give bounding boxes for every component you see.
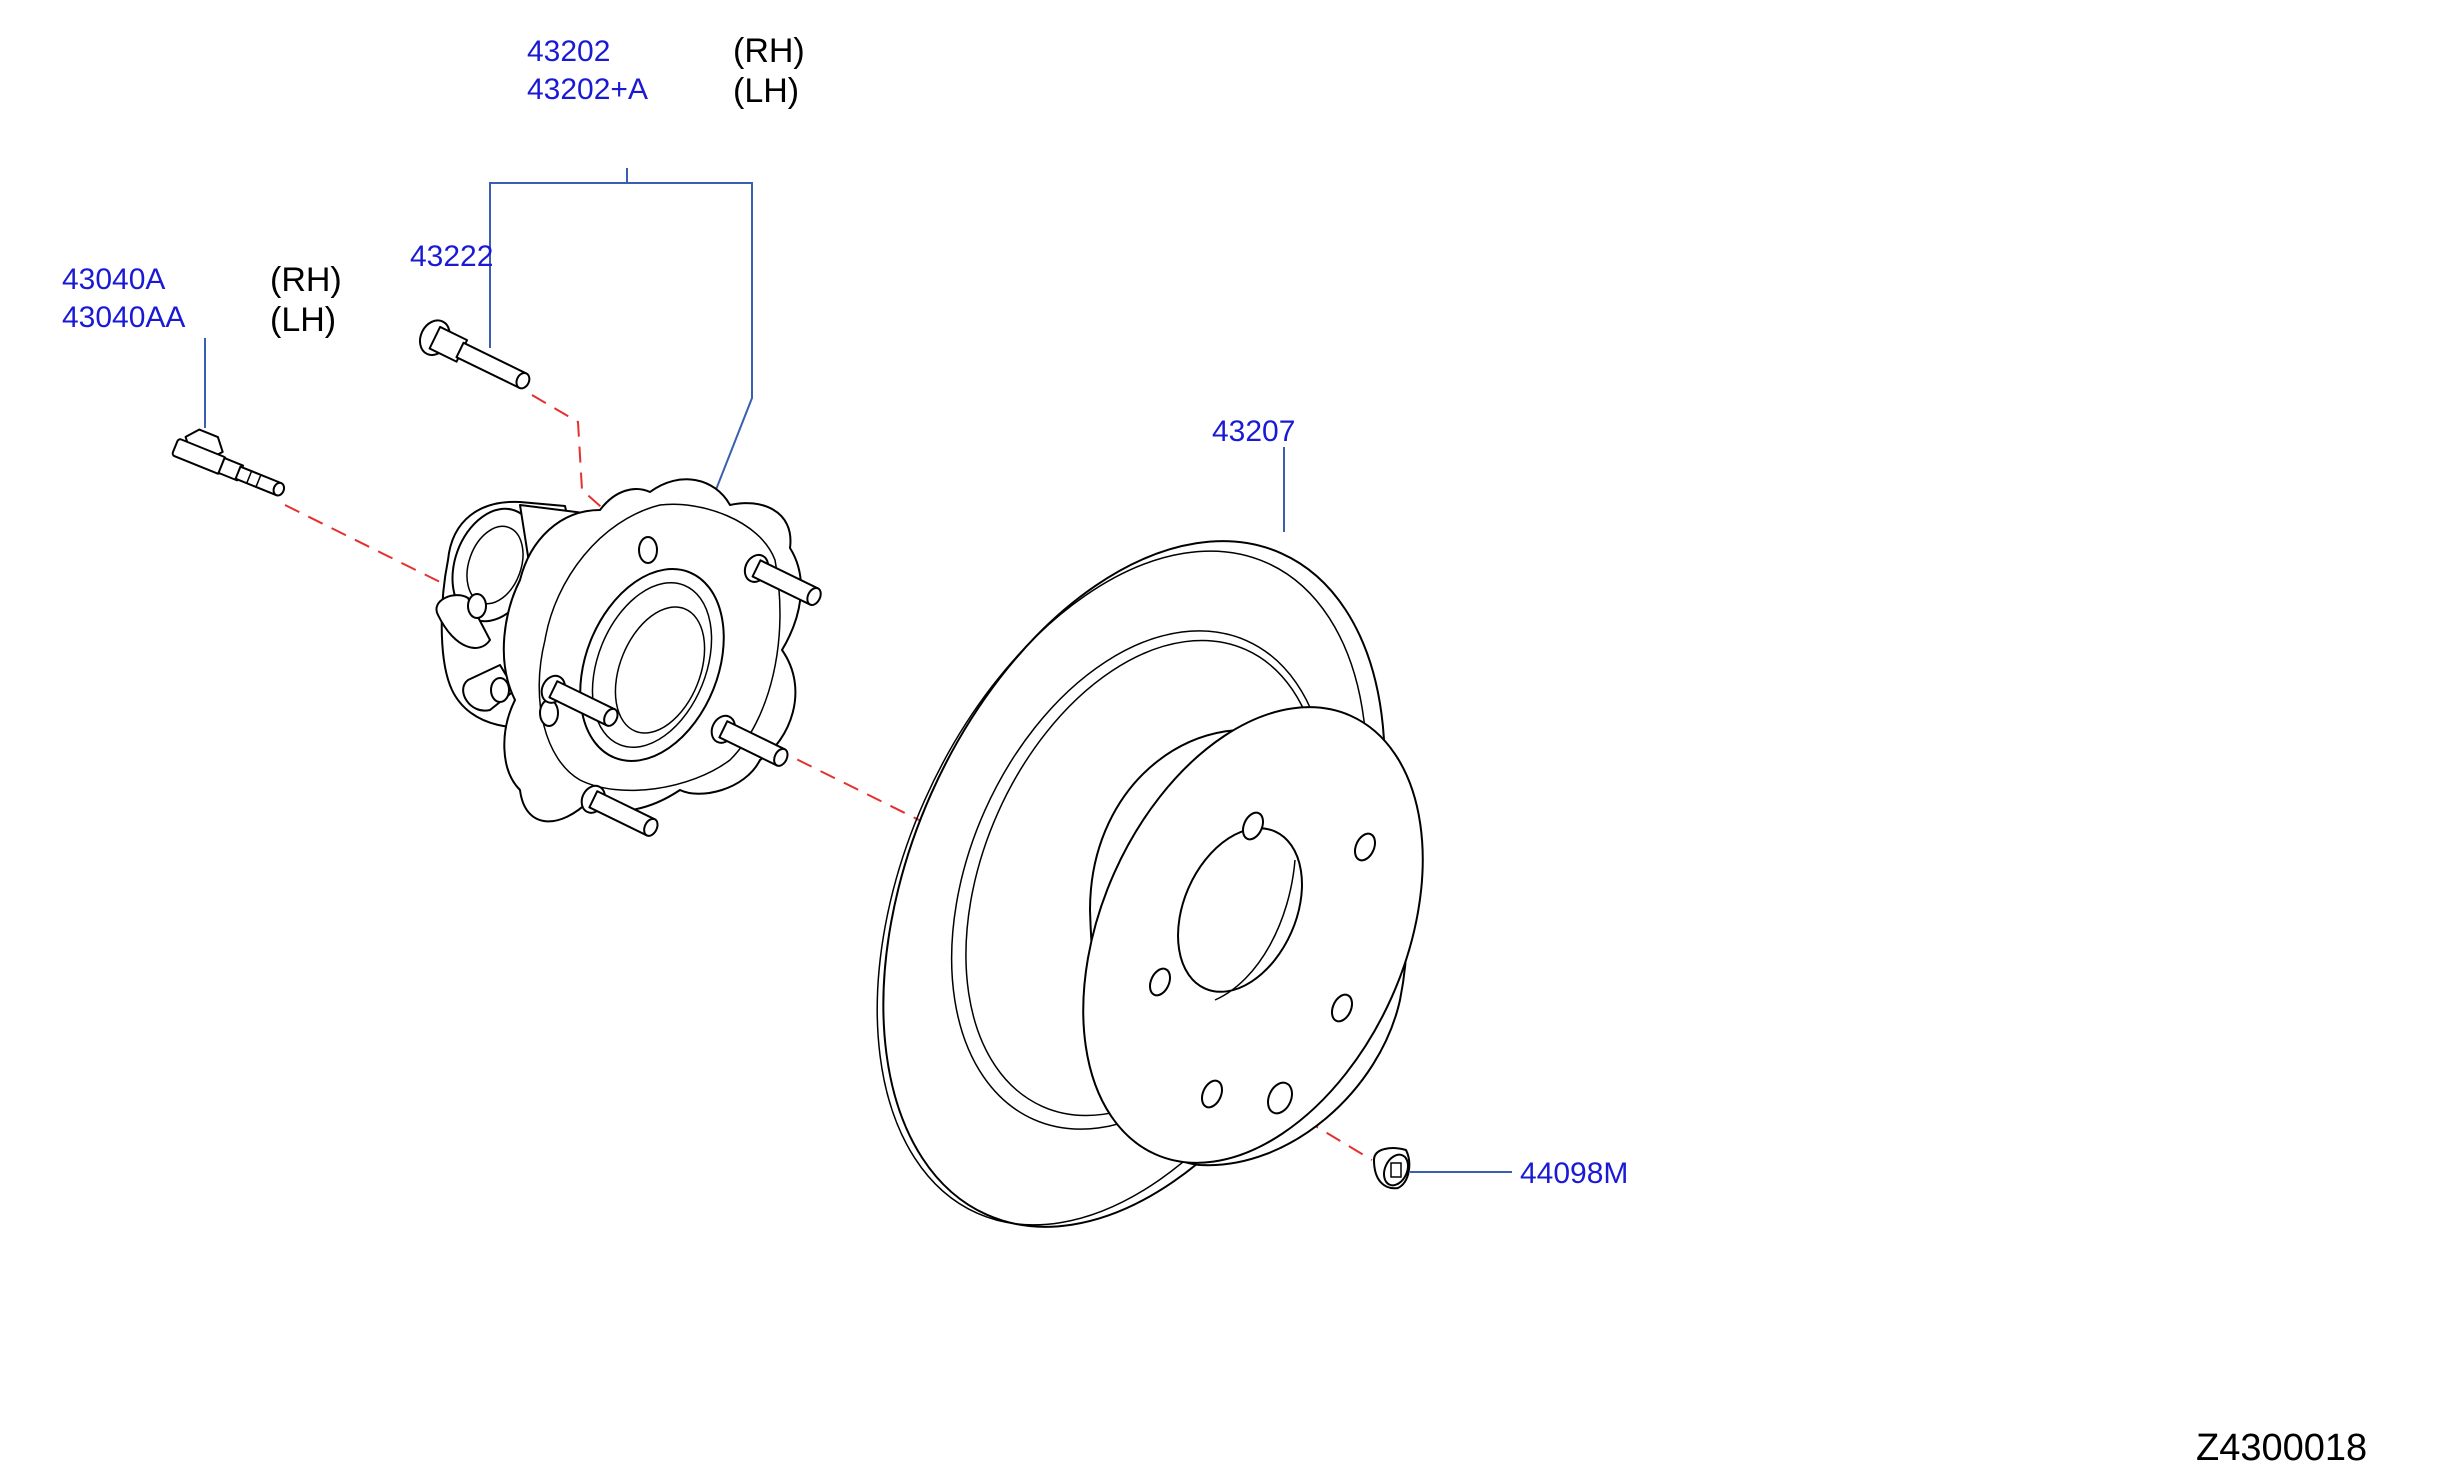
hub-assembly bbox=[435, 478, 822, 837]
wheel-stud bbox=[418, 319, 531, 390]
part-number-wheel-stud: 43222 bbox=[410, 240, 493, 273]
side-label-lh: (LH) bbox=[270, 301, 336, 339]
callout-brake-rotor: 43207 bbox=[1212, 415, 1295, 448]
hub-bolt bbox=[171, 428, 286, 497]
part-number-hub-bolt-lh: 43040AA bbox=[62, 301, 185, 334]
callout-wheel-stud: 43222 bbox=[410, 240, 493, 273]
side-label-lh: (LH) bbox=[733, 72, 799, 110]
part-number-rotor-screw: 44098M bbox=[1520, 1157, 1628, 1190]
part-number-brake-rotor: 43207 bbox=[1212, 415, 1295, 448]
callout-hub-assembly: 43202 43202+A (RH) (LH) bbox=[527, 32, 805, 110]
leader-lines bbox=[204, 168, 1512, 1173]
part-number-hub-bolt-rh: 43040A bbox=[62, 263, 165, 296]
rotor-screw bbox=[1373, 1147, 1411, 1190]
callout-hub-bolt: 43040A 43040AA (RH) (LH) bbox=[62, 261, 342, 339]
center-lines bbox=[284, 394, 1373, 1161]
callout-rotor-screw: 44098M bbox=[1520, 1157, 1628, 1190]
side-label-rh: (RH) bbox=[270, 261, 342, 299]
brake-rotor bbox=[876, 540, 1424, 1228]
side-label-rh: (RH) bbox=[733, 32, 805, 70]
diagram-code: Z4300018 bbox=[2196, 1427, 2367, 1469]
part-number-hub-assembly-lh: 43202+A bbox=[527, 73, 648, 106]
part-number-hub-assembly-rh: 43202 bbox=[527, 35, 610, 68]
